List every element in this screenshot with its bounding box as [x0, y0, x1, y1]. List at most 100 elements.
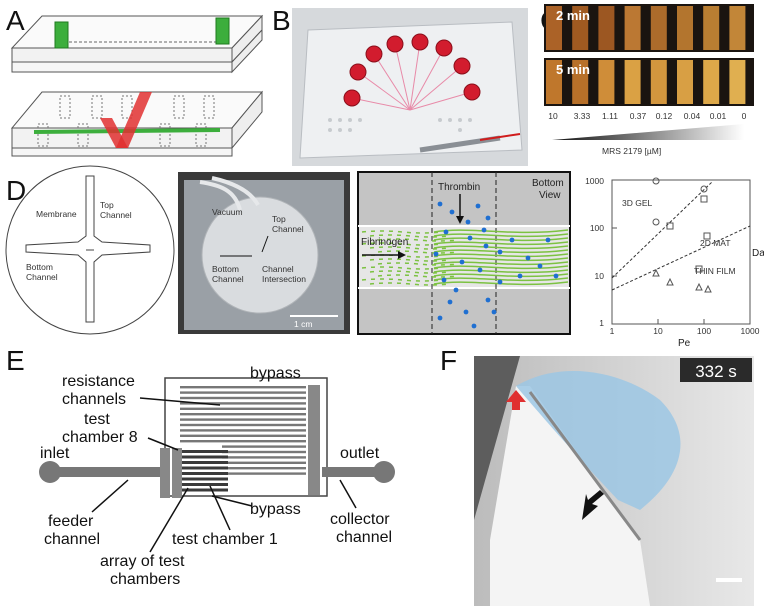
resistance-channel — [180, 386, 306, 389]
test-chamber — [172, 477, 228, 481]
thrombin-dot — [453, 287, 459, 293]
panel-f: F 332 s — [440, 345, 754, 606]
label-inlet: inlet — [40, 445, 70, 462]
fibrin-fiber — [433, 281, 569, 286]
label-bottom-channel-b: Channel — [26, 272, 58, 282]
outlet-port — [373, 461, 395, 483]
label-intersection-b: Intersection — [262, 274, 306, 284]
thrombin-dot — [477, 267, 483, 273]
strip-5min — [598, 60, 615, 104]
fibrin-fiber — [433, 265, 569, 270]
label-feeder-1: feeder — [48, 513, 94, 530]
resistance-channel — [222, 450, 306, 454]
label-bottom-view-2: View — [539, 190, 561, 201]
xtick: 1000 — [741, 326, 760, 336]
fibrin-fiber — [433, 245, 569, 250]
red-channel — [116, 92, 152, 148]
conc-label: 10 — [548, 111, 558, 121]
thrombin-dot — [463, 309, 469, 315]
fibrin-dash — [369, 246, 451, 250]
ytick: 1 — [599, 318, 604, 328]
fibrin-fiber — [433, 253, 569, 258]
test-chamber — [172, 455, 228, 459]
xlabel-pe: Pe — [678, 338, 691, 349]
panel-letter-a: A — [6, 5, 25, 36]
resistance-channel — [180, 423, 306, 427]
label-top-channel-a: Top — [100, 200, 114, 210]
ylabel-da: Da — [752, 248, 764, 259]
fibrin-dash — [361, 266, 443, 270]
label-feeder-2: channel — [44, 531, 100, 548]
fibrin-dash — [377, 262, 459, 266]
label-collector-2: channel — [336, 529, 392, 546]
fibrin-fiber — [433, 241, 569, 246]
label-array-1: array of test — [100, 553, 185, 570]
collector-channel — [322, 467, 384, 477]
label-test1: test chamber 1 — [172, 531, 278, 548]
test-chamber — [172, 461, 228, 464]
panel-letter-e: E — [6, 345, 25, 376]
label-photo-bottom-b: Channel — [212, 274, 244, 284]
time-label-5min: 5 min — [556, 62, 590, 77]
label-collector-1: collector — [330, 511, 390, 528]
panel-letter-d: D — [6, 175, 26, 206]
resistance-channel — [180, 429, 306, 432]
label-fibrinogen: Fibrinogen — [361, 237, 408, 248]
xtick: 10 — [653, 326, 663, 336]
thrombin-dot — [459, 259, 465, 265]
strip-2min — [650, 6, 667, 50]
black-arrow-icon — [582, 490, 604, 520]
panel-letter-b: B — [272, 5, 291, 36]
thrombin-dot — [441, 277, 447, 283]
fibrin-dash — [377, 250, 459, 254]
strip-2min — [677, 6, 693, 50]
thrombin-dot — [449, 209, 455, 215]
panel-c: C 2 min 5 min 10 3.33 1.11 0.37 0.12 0.0… — [540, 4, 754, 156]
thrombin-dot — [485, 215, 491, 221]
label-photo-bottom-a: Bottom — [212, 264, 239, 274]
strip-2min — [729, 6, 746, 50]
xtick: 100 — [697, 326, 711, 336]
axis-label-mrs: MRS 2179 [µM] — [602, 146, 661, 156]
panel-a: A — [6, 5, 264, 157]
label-thrombin: Thrombin — [438, 182, 480, 193]
region-2d-mat: 2D MAT — [700, 238, 731, 248]
resistance-channel — [180, 413, 306, 416]
thrombin-dot — [433, 251, 439, 257]
strip-5min — [572, 60, 589, 104]
resistance-channel — [180, 391, 306, 394]
fibrin-dash — [361, 278, 443, 282]
region-3d-gel: 3D GEL — [622, 198, 653, 208]
feeder-channel — [50, 467, 162, 477]
thrombin-dot — [471, 323, 477, 329]
concentration-ramp — [552, 124, 744, 140]
conc-label: 0.04 — [684, 111, 701, 121]
test-chamber — [172, 450, 228, 453]
test-chamber — [172, 466, 228, 470]
label-membrane: Membrane — [36, 209, 77, 219]
thrombin-dot — [537, 263, 543, 269]
red-arrow-icon — [506, 390, 526, 410]
thrombin-dot — [437, 315, 443, 321]
strip-2min — [598, 6, 615, 50]
label-resistance-2: channels — [62, 391, 126, 408]
label-vacuum: Vacuum — [212, 207, 243, 217]
resistance-channel — [180, 407, 306, 410]
thrombin-dot — [545, 237, 551, 243]
label-bottom-view-1: Bottom — [532, 178, 564, 189]
ytick: 1000 — [585, 176, 604, 186]
label-outlet: outlet — [340, 445, 380, 462]
resistance-channel — [180, 402, 306, 405]
label-top-channel-b: Channel — [100, 210, 132, 220]
thrombin-dot — [497, 279, 503, 285]
fibrin-fiber — [433, 257, 569, 262]
label-bypass-bottom: bypass — [250, 501, 301, 518]
resistance-channel — [222, 472, 306, 475]
test-chamber — [172, 488, 228, 492]
region-thin-film: THIN FILM — [694, 266, 736, 276]
label-bypass-top: bypass — [250, 365, 301, 382]
fibrin-fiber — [433, 269, 569, 274]
fibrin-dash — [369, 234, 451, 238]
fibrin-dash — [377, 238, 459, 242]
fibrin-fiber — [433, 273, 569, 278]
